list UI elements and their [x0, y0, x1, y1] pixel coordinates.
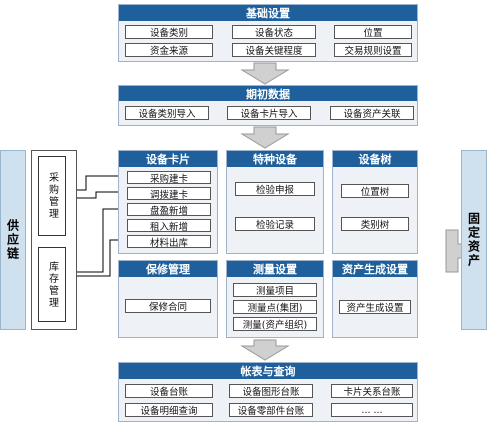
card-item-transfer[interactable]: 调拨建卡 [127, 187, 211, 201]
asset-generation-panel: 资产生成设置 资产生成设置 [332, 260, 418, 338]
basic-item-location[interactable]: 位置 [334, 25, 412, 39]
tree-item-category[interactable]: 类别树 [341, 217, 409, 231]
report-item-parts-ledger[interactable]: 设备零部件台账 [229, 403, 313, 417]
equipment-card-panel: 设备卡片 采购建卡 调拨建卡 盘盈新增 租入新增 材料出库 [118, 150, 218, 254]
initial-item-asset-link[interactable]: 设备资产关联 [330, 106, 414, 120]
basic-item-category[interactable]: 设备类别 [125, 25, 213, 39]
report-item-graphic-ledger[interactable]: 设备图形台账 [229, 384, 313, 398]
supply-chain-label: 供应链 [0, 150, 26, 330]
special-equipment-title: 特种设备 [227, 151, 323, 167]
initial-data-panel: 期初数据 设备类别导入 设备卡片导入 设备资产关联 [118, 85, 418, 126]
flow-arrow-2 [240, 126, 290, 149]
tree-item-location[interactable]: 位置树 [341, 184, 409, 198]
inventory-connector-1 [67, 205, 125, 273]
report-item-detail-query[interactable]: 设备明细查询 [125, 403, 213, 417]
report-item-ledger[interactable]: 设备台账 [125, 384, 213, 398]
procurement-management[interactable]: 采购管理 [38, 156, 66, 236]
initial-item-card-import[interactable]: 设备卡片导入 [227, 106, 311, 120]
asset-generation-item[interactable]: 资产生成设置 [339, 300, 411, 314]
basic-item-trade-rules[interactable]: 交易规则设置 [334, 43, 412, 57]
equipment-tree-panel: 设备树 位置树 类别树 [332, 150, 418, 254]
procure-connector-3 [67, 188, 125, 199]
warranty-title: 保修管理 [119, 261, 217, 277]
special-item-inspection-record[interactable]: 检验记录 [235, 217, 315, 231]
warranty-panel: 保修管理 保修合同 [118, 260, 218, 338]
report-item-more[interactable]: ... ... [331, 403, 413, 417]
initial-data-title: 期初数据 [119, 86, 417, 101]
asset-generation-title: 资产生成设置 [333, 261, 417, 277]
special-equipment-panel: 特种设备 检验申报 检验记录 [226, 150, 324, 254]
reports-title: 帐表与查询 [119, 363, 417, 379]
inventory-connector-2 [67, 236, 125, 277]
warranty-item-contract[interactable]: 保修合同 [125, 299, 211, 313]
inventory-management[interactable]: 库存管理 [38, 247, 66, 322]
measure-item-point-group[interactable]: 测量点(集团) [233, 300, 317, 314]
card-item-lease-in[interactable]: 租入新增 [127, 219, 211, 233]
initial-item-category-import[interactable]: 设备类别导入 [125, 106, 209, 120]
flow-arrow-3 [240, 339, 290, 361]
reports-panel: 帐表与查询 设备台账 设备图形台账 卡片关系台账 设备明细查询 设备零部件台账 … [118, 362, 418, 422]
basic-settings-panel: 基础设置 设备类别 设备状态 位置 资金来源 设备关键程度 交易规则设置 [118, 4, 418, 62]
basic-item-status[interactable]: 设备状态 [232, 25, 316, 39]
basic-settings-title: 基础设置 [119, 5, 417, 21]
report-item-card-relation[interactable]: 卡片关系台账 [331, 384, 413, 398]
measurement-panel: 测量设置 测量项目 测量点(集团) 测量(资产组织) [226, 260, 324, 338]
measure-item-project[interactable]: 测量项目 [233, 283, 317, 297]
basic-item-funding[interactable]: 资金来源 [125, 43, 213, 57]
card-item-surplus[interactable]: 盘盈新增 [127, 203, 211, 217]
equipment-card-title: 设备卡片 [119, 151, 217, 167]
special-item-inspection-apply[interactable]: 检验申报 [235, 182, 315, 196]
flow-arrow-1 [240, 62, 290, 85]
card-item-material-out[interactable]: 材料出库 [127, 235, 211, 249]
measure-item-asset-org[interactable]: 测量(资产组织) [233, 317, 317, 331]
basic-item-criticality[interactable]: 设备关键程度 [232, 43, 316, 57]
equipment-tree-title: 设备树 [333, 151, 417, 167]
measurement-title: 测量设置 [227, 261, 323, 277]
card-item-purchase[interactable]: 采购建卡 [127, 171, 211, 185]
fixed-assets-label: 固定资产 [461, 150, 487, 330]
